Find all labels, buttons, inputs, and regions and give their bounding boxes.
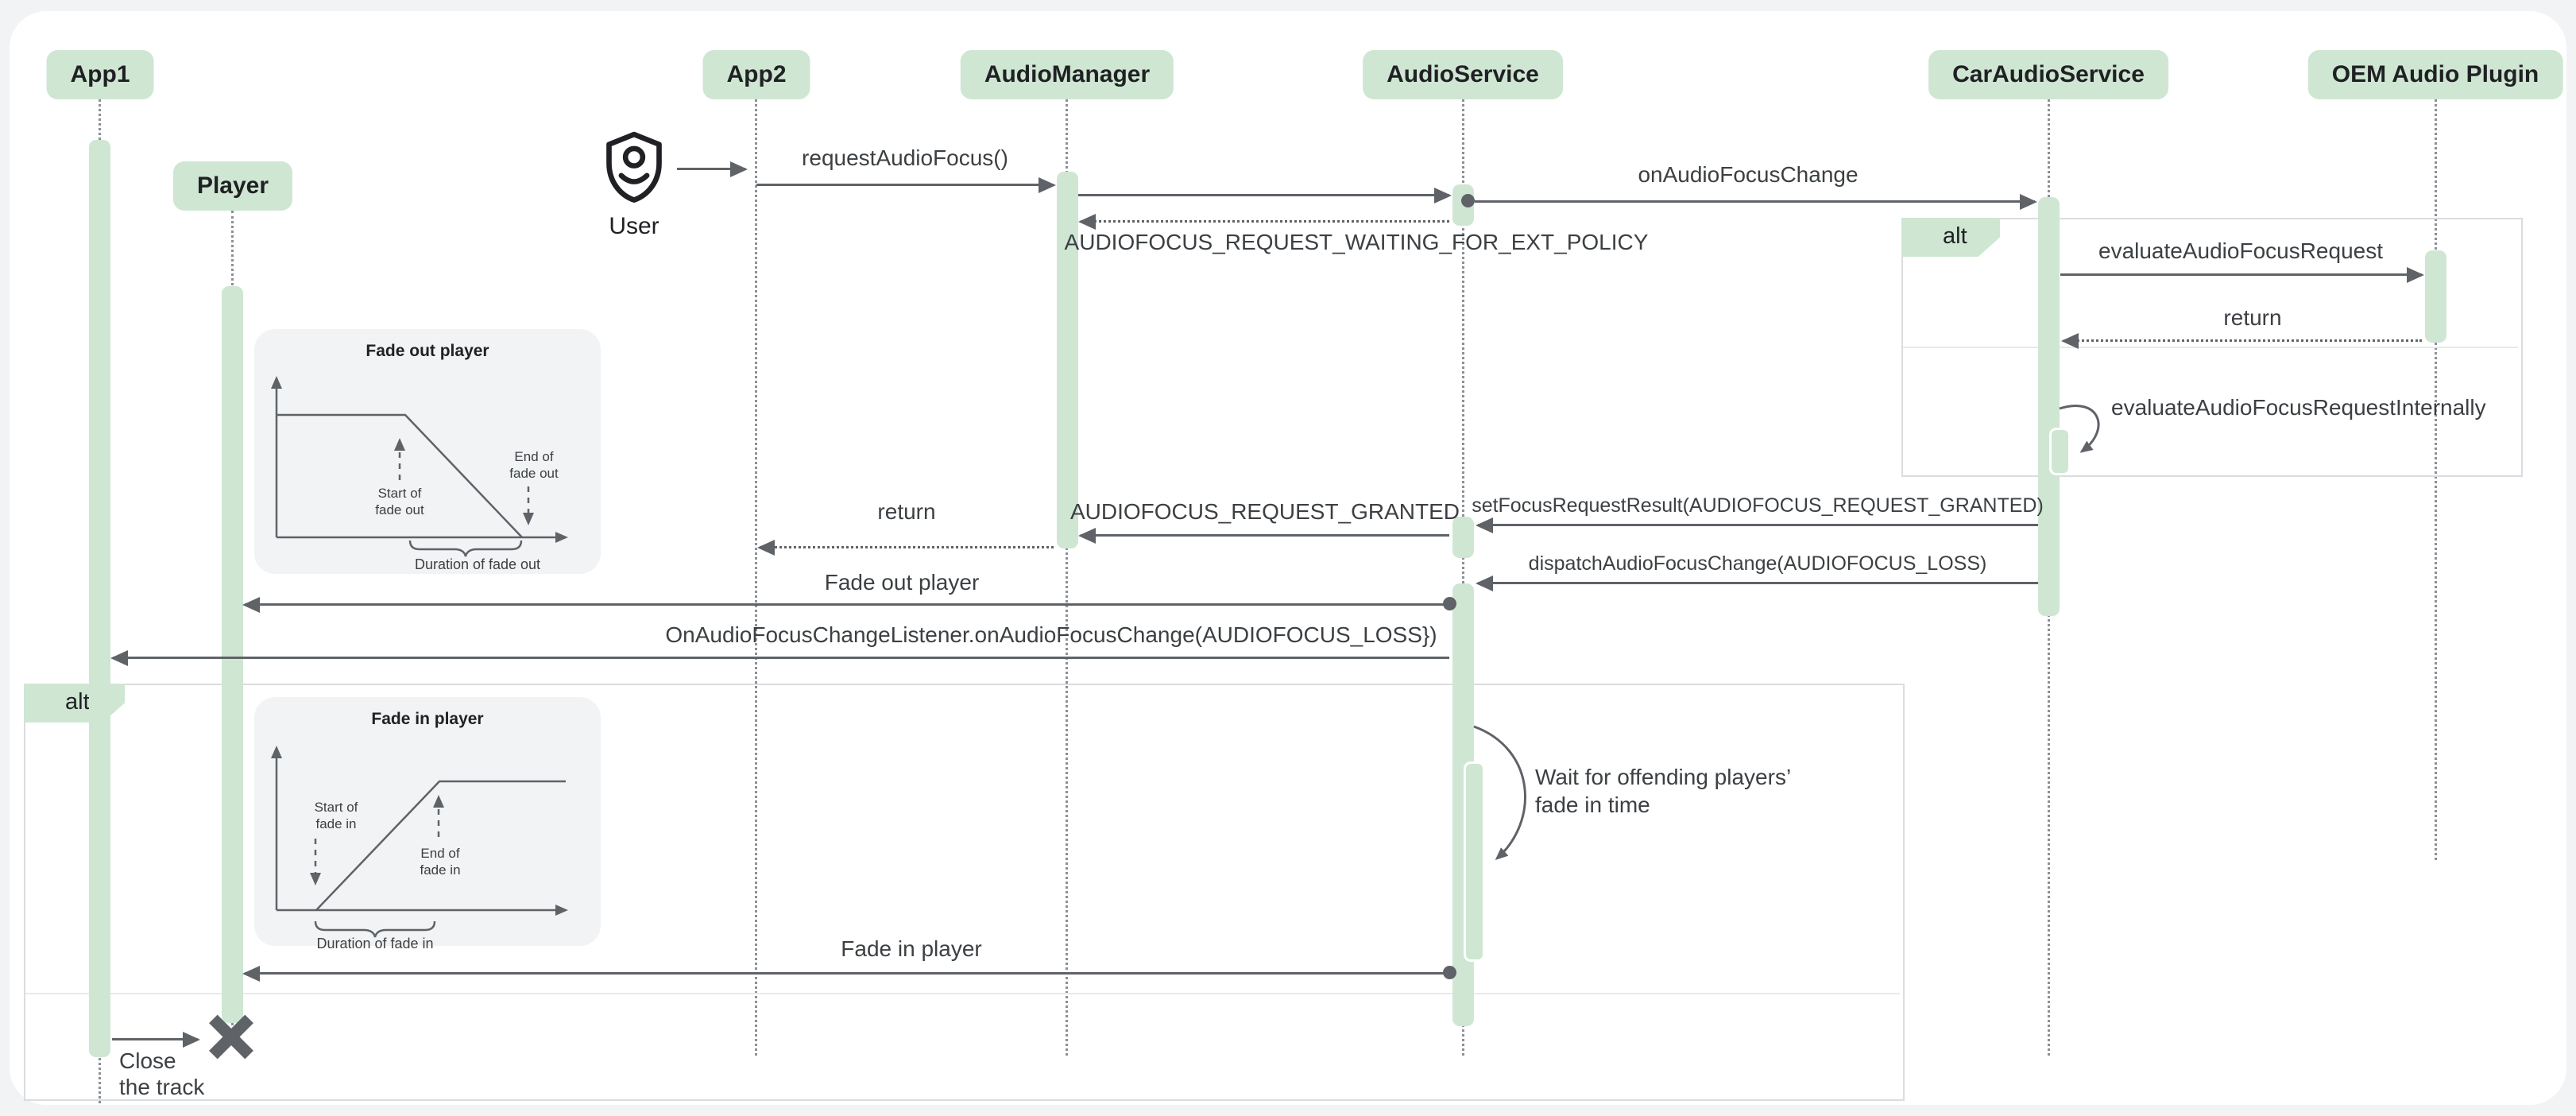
label-request-granted: AUDIOFOCUS_REQUEST_GRANTED [1069, 499, 1460, 524]
actor-audiomanager: AudioManager [960, 50, 1174, 99]
fade-in-chart-title: Fade in player [371, 710, 484, 728]
arrow-request-granted [1078, 528, 1449, 544]
lifeline-app2 [755, 99, 757, 1056]
label-return-app2: return [877, 499, 936, 524]
destroy-x-icon [206, 1011, 257, 1062]
arrow-dispatch-change [1476, 575, 2038, 591]
fade-out-duration-label: Duration of fade out [414, 556, 541, 572]
arrow-return-app2 [757, 540, 1054, 556]
self-call-loop-caraudioservice [2059, 404, 2100, 453]
label-evaluate-internally: evaluateAudioFocusRequestInternally [2111, 395, 2486, 420]
user-shield-icon [606, 131, 662, 203]
arrow-fade-out-player [242, 597, 1449, 613]
wait-loop-audioservice [1473, 725, 1526, 860]
fade-out-chart [271, 376, 568, 557]
label-waiting-ext-policy: AUDIOFOCUS_REQUEST_WAITING_FOR_EXT_POLIC… [1064, 230, 1649, 254]
activation-audioservice-nested [1464, 761, 1485, 962]
label-fade-in-player: Fade in player [841, 936, 982, 961]
activation-audioservice-2 [1452, 517, 1474, 558]
label-close-track: Close the track [119, 1048, 205, 1099]
arrow-close-track [112, 1032, 200, 1048]
arrow-focus-change-listener [110, 650, 1449, 666]
activation-app1 [89, 140, 110, 1057]
fade-in-end-label: End of fade in [420, 846, 461, 878]
fade-in-chart [271, 746, 568, 938]
arrow-user-to-app2 [677, 161, 748, 177]
alt-frame-right [1901, 218, 2523, 477]
fade-in-start-label: Start of fade in [314, 800, 358, 831]
alt-tag-right: alt [1901, 218, 2000, 257]
arrow-set-focus-result [1476, 517, 2038, 533]
wait-note: Wait for offending players’ fade in time [1535, 765, 1792, 817]
activation-oem [2425, 250, 2446, 343]
lifeline-audiomanager [1066, 99, 1068, 1056]
lifeline-audioservice [1462, 99, 1464, 1056]
label-set-focus-result: setFocusRequestResult(AUDIOFOCUS_REQUEST… [1472, 494, 2044, 517]
label-fade-out-player: Fade out player [824, 570, 980, 595]
label-evaluate-request: evaluateAudioFocusRequest [2098, 238, 2384, 263]
fade-out-chart-title: Fade out player [366, 342, 489, 360]
lifeline-oem-audio-plugin [2435, 99, 2437, 860]
alt-frame-right-divider [1903, 347, 2518, 348]
actor-oem-audio-plugin: OEM Audio Plugin [2307, 50, 2563, 99]
user-label: User [609, 213, 659, 239]
activation-caraudioservice-nested [2049, 428, 2071, 475]
alt-frame-left [24, 684, 1905, 1101]
arrow-request-audio-focus [756, 177, 1056, 193]
dot-fade-in-player [1443, 966, 1456, 979]
arrow-evaluate-request [2060, 267, 2424, 283]
actor-player: Player [172, 161, 293, 211]
dot-on-audio-focus-change [1461, 194, 1475, 207]
actor-app1: App1 [46, 50, 154, 99]
arrow-audiomanager-to-audioservice [1078, 188, 1452, 203]
arrow-return-oem [2061, 333, 2422, 349]
actor-app2: App2 [702, 50, 810, 99]
fade-out-chart-note: Fade out player Start of fade out End of… [254, 329, 601, 574]
activation-caraudioservice [2038, 197, 2060, 616]
label-request-audio-focus: requestAudioFocus() [802, 145, 1008, 170]
actor-audioservice: AudioService [1363, 50, 1563, 99]
label-return-oem: return [2223, 305, 2282, 330]
label-on-audio-focus-change: onAudioFocusChange [1638, 162, 1859, 187]
fade-out-start-label: Start of fade out [375, 486, 424, 517]
fade-out-end-label: End of fade out [509, 449, 559, 481]
activation-audiomanager [1057, 172, 1078, 548]
label-focus-change-listener: OnAudioFocusChangeListener.onAudioFocusC… [665, 622, 1437, 647]
arrow-fade-in-player [242, 966, 1449, 982]
fade-in-chart-note: Fade in player Start of fade in End of f… [254, 697, 601, 951]
label-dispatch-change: dispatchAudioFocusChange(AUDIOFOCUS_LOSS… [1528, 552, 1987, 575]
arrow-on-audio-focus-change [1475, 194, 2037, 210]
actor-caraudioservice: CarAudioService [1928, 50, 2168, 99]
arrow-return-waiting [1078, 214, 1449, 230]
fade-in-duration-label: Duration of fade in [316, 936, 434, 951]
activation-player [222, 286, 243, 1023]
dot-fade-out-player [1443, 597, 1456, 610]
alt-frame-left-divider [25, 993, 1900, 994]
